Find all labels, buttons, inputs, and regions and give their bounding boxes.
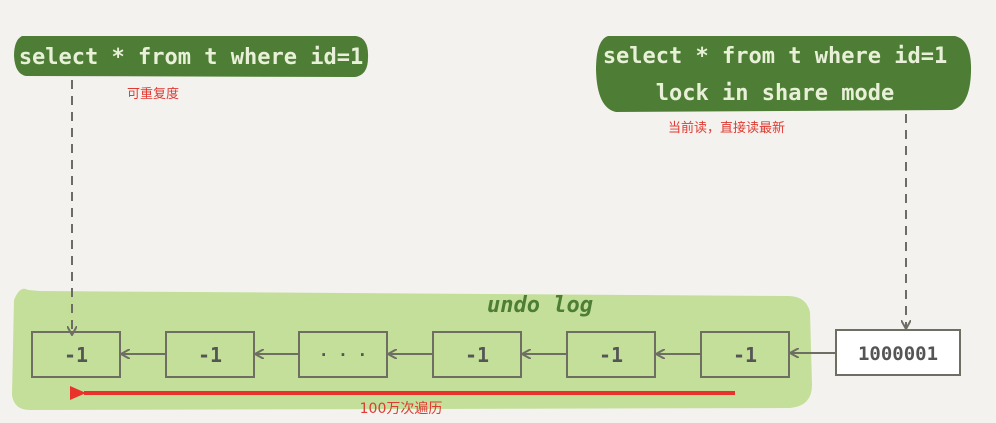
undo-box-2-value: -1 xyxy=(198,343,222,367)
right-query-bubble xyxy=(596,36,972,112)
current-value-box: 1000001 xyxy=(835,329,961,376)
undo-box-5-value: -1 xyxy=(599,343,623,367)
right-query-line2: lock in share mode xyxy=(656,81,894,106)
left-query-text: select * from t where id=1 xyxy=(19,45,363,70)
left-query-bubble xyxy=(14,36,369,77)
undo-box-1-value: -1 xyxy=(64,343,88,367)
right-query-line1: select * from t where id=1 xyxy=(603,44,947,69)
traversal-label: 100万次遍历 xyxy=(360,401,443,417)
undo-box-4-value: -1 xyxy=(465,343,489,367)
left-annotation: 可重复度 xyxy=(127,86,179,102)
undo-log-area xyxy=(12,288,812,410)
undo-box-3-value: · · · xyxy=(319,345,367,364)
right-annotation: 当前读，直接读最新 xyxy=(668,120,785,136)
undo-box-6-value: -1 xyxy=(733,343,757,367)
undo-log-label: undo log xyxy=(487,293,593,318)
current-value-text: 1000001 xyxy=(858,343,938,365)
undo-box-2: -1 xyxy=(165,331,255,378)
undo-box-5: -1 xyxy=(566,331,656,378)
